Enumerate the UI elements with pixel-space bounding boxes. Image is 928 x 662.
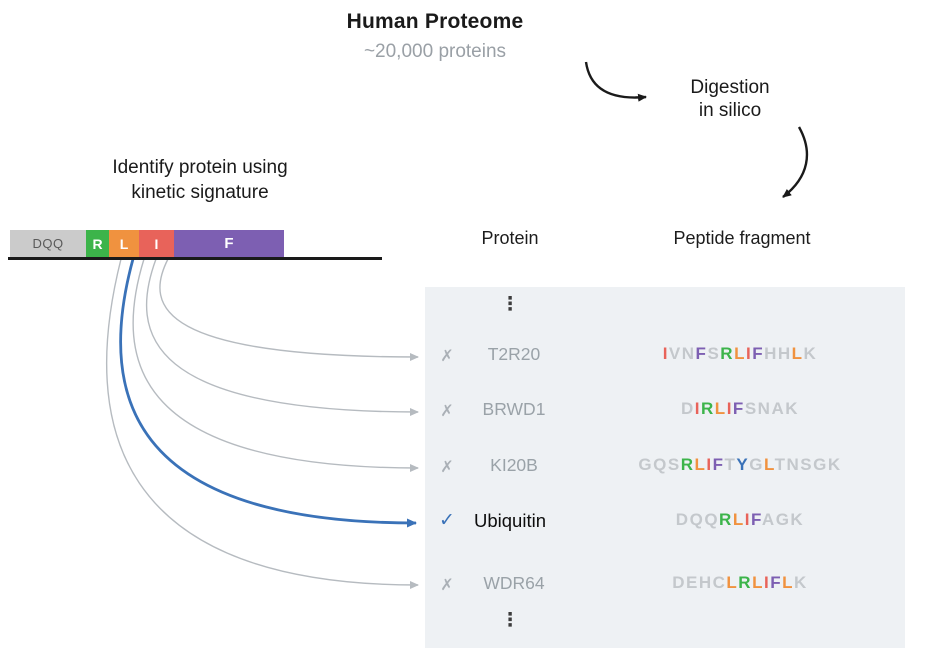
peptide-sequence: DIRLIFSNAK bbox=[681, 399, 799, 418]
arrow-to-t2r20-icon bbox=[159, 258, 419, 361]
proteome-label-block: Human Proteome ~20,000 proteins bbox=[290, 10, 580, 63]
peptide-sequence: GQSRLIFTYGLTNSGK bbox=[638, 455, 842, 474]
protein-name: T2R20 bbox=[487, 344, 541, 364]
signature-segment-i: I bbox=[139, 230, 174, 257]
table-row-ki20b: ✗ KI20B GQSRLIFTYGLTNSGK bbox=[425, 455, 905, 481]
digestion-line1: Digestion bbox=[690, 77, 770, 98]
signature-baseline bbox=[8, 257, 382, 260]
protein-name: WDR64 bbox=[483, 573, 545, 593]
peptide-sequence: IVNFSRLIFHHLK bbox=[662, 344, 818, 363]
no-match-icon: ✗ bbox=[440, 459, 454, 476]
proteome-title: Human Proteome bbox=[346, 10, 524, 33]
no-match-icon: ✗ bbox=[440, 577, 454, 594]
arrow-to-wdr64-icon bbox=[106, 258, 419, 589]
table-row-wdr64: ✗ WDR64 DEHCLRLIFLK bbox=[425, 573, 905, 599]
arrow-digestion-to-table-icon bbox=[782, 126, 809, 198]
protein-name: Ubiquitin bbox=[474, 510, 546, 531]
signature-segment-f: F bbox=[174, 230, 284, 257]
digestion-label: Digestion in silico bbox=[655, 76, 805, 122]
signature-segment-r: R bbox=[86, 230, 109, 257]
protein-name: BRWD1 bbox=[482, 399, 546, 419]
table-body: ⋮ ✗ T2R20 IVNFSRLIFHHLK ✗ BRWD1 DIRLIFSN… bbox=[425, 287, 905, 648]
table-row-brwd1: ✗ BRWD1 DIRLIFSNAK bbox=[425, 399, 905, 425]
ellipsis-top: ⋮ bbox=[500, 294, 520, 315]
protein-name: KI20B bbox=[490, 455, 538, 475]
ellipsis-bottom: ⋮ bbox=[500, 610, 520, 631]
arrow-to-ubiquitin-icon bbox=[119, 258, 417, 528]
no-match-icon: ✗ bbox=[440, 403, 454, 420]
signature-segment-dqq: DQQ bbox=[10, 230, 86, 257]
table-row-t2r20: ✗ T2R20 IVNFSRLIFHHLK bbox=[425, 344, 905, 370]
arrow-to-brwd1-icon bbox=[145, 258, 419, 416]
arrow-proteome-to-digestion-icon bbox=[584, 61, 647, 102]
kinetic-signature-bar: DQQ R L I F bbox=[10, 230, 284, 257]
column-header-protein: Protein bbox=[481, 228, 539, 248]
proteome-subtitle: ~20,000 proteins bbox=[363, 41, 507, 62]
peptide-sequence: DQQRLIFAGK bbox=[675, 510, 805, 529]
digestion-line2: in silico bbox=[698, 100, 762, 121]
arrow-to-ki20b-icon bbox=[132, 258, 419, 472]
peptide-sequence: DEHCLRLIFLK bbox=[672, 573, 808, 592]
signature-segment-l: L bbox=[109, 230, 139, 257]
signature-caption: Identify protein using kinetic signature bbox=[55, 155, 345, 205]
table-header: Protein Peptide fragment bbox=[425, 228, 905, 252]
signature-caption-line1: Identify protein using bbox=[112, 157, 288, 178]
table-row-ubiquitin: ✓ Ubiquitin DQQRLIFAGK bbox=[425, 510, 905, 536]
column-header-peptide: Peptide fragment bbox=[673, 228, 811, 248]
signature-caption-line2: kinetic signature bbox=[131, 182, 269, 203]
no-match-icon: ✗ bbox=[440, 348, 454, 365]
match-check-icon: ✓ bbox=[439, 510, 455, 531]
